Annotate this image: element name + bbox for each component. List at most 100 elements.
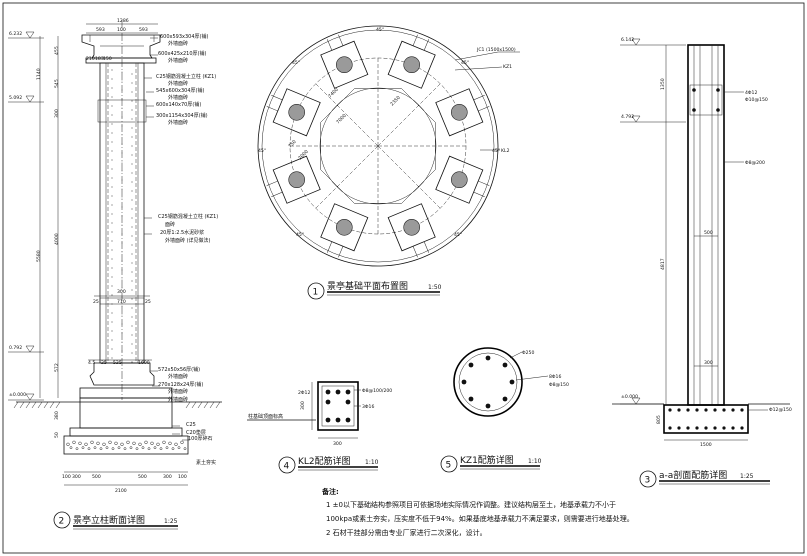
pad-beam: [412, 34, 418, 46]
plan-pad-2: [435, 155, 490, 204]
foot-rebar-dot: [695, 426, 699, 430]
shaft-dot: [131, 361, 133, 363]
gravel-stone: [183, 447, 187, 451]
column-title: 景亭立柱断面详图: [73, 514, 145, 526]
plan-pad-5: [266, 155, 321, 204]
col-notes-bot: 572x50x56厚(铺) 外墙面砖 270x128x24厚(铺) 外墙面砖 外…: [158, 366, 203, 403]
sec-rebar-1: Φ10@150: [745, 97, 768, 103]
pad-beam: [423, 241, 429, 253]
ground-hatch: [37, 401, 43, 409]
col-note-top-4: C25钢筋混凝土立柱 (KZ1): [156, 73, 216, 80]
shaft-dot: [111, 258, 113, 260]
ground-hatch: [215, 401, 221, 409]
col-sdim-6: 572: [54, 363, 60, 372]
col-note-top-7: 外墙面砖: [168, 94, 188, 101]
plan-column-0: [403, 56, 421, 73]
kl2-number: 4: [284, 462, 290, 472]
shaft-dot: [111, 276, 113, 278]
sec-dim-0: 1350: [660, 78, 666, 90]
sec-level-3: ±0.000: [620, 394, 664, 405]
pad-beam: [266, 106, 278, 112]
col-note-top-0: 600x593x304厚(铺): [160, 33, 208, 40]
pad-square: [387, 203, 436, 252]
pad-beam: [338, 34, 344, 46]
gravel-stone: [168, 441, 172, 445]
col-note-top-9: 300x1154x304厚(铺): [156, 112, 208, 119]
col-note-top-1: 外墙面砖: [168, 40, 188, 47]
plan-angle-top: 45°: [376, 27, 384, 33]
kl2-rebar-dot-1: [335, 389, 341, 395]
col-sdim-2: 545: [54, 79, 60, 88]
shaft-dot: [111, 123, 113, 125]
col-bdim-0: 100: [62, 474, 71, 480]
shaft-dot: [131, 154, 133, 156]
kz1-rebar-1: Φ8@150: [549, 382, 569, 388]
shaft-dot: [131, 352, 133, 354]
col-bdim-5: 100: [178, 474, 187, 480]
kz1-rebar-dot-7: [502, 362, 508, 368]
shaft-dot: [131, 262, 133, 264]
plan-column-2: [450, 171, 468, 188]
notes-item-1: 100kpa或素土夯实，压实度不低于94%。如果基底地基承载力不满足要求，则需要…: [326, 514, 634, 523]
shaft-dot: [131, 163, 133, 165]
pad-beam: [478, 106, 490, 112]
plan-angle-bl: 45°: [296, 232, 304, 238]
shaft-dot: [121, 161, 123, 163]
plan-axis-5: [315, 83, 379, 147]
ground-hatch: [49, 401, 55, 409]
col-topdim-1: 593: [96, 27, 105, 33]
col-note-f-3: 素土夯实: [196, 459, 216, 466]
shaft-dot: [131, 298, 133, 300]
plan-label-jc1: JC1 (1500x1500): [476, 47, 516, 53]
ground-hatch: [43, 401, 49, 409]
shaft-dot: [111, 231, 113, 233]
svg-text:±0.000: ±0.000: [9, 392, 26, 398]
section-title: a-a剖面配筋详图: [659, 469, 727, 481]
sec-level-1: 6.142: [620, 37, 686, 46]
gravel-stone: [108, 440, 112, 444]
foot-rebar-dot: [704, 426, 708, 430]
pad-beam: [423, 39, 429, 51]
col-notes-foundation: C25 C20垫层 100厚碎石 素土夯实: [186, 422, 216, 466]
plan-pad-7: [320, 34, 369, 89]
gravel-stone: [147, 447, 151, 451]
pad-beam: [327, 39, 333, 51]
plan-axis-7: [377, 83, 441, 147]
plan-column-3: [403, 219, 421, 236]
col-bdim-3: 500: [138, 474, 147, 480]
kz1-title: KZ1配筋详图: [460, 454, 514, 466]
foot-rebar-dot: [722, 426, 726, 430]
plan-pad-4: [320, 203, 369, 258]
col-mdim-3: 300: [117, 289, 126, 295]
foot-rebar-dot: [668, 426, 672, 430]
ground-hatch: [185, 401, 191, 409]
col-sdim-0: 455: [54, 46, 60, 55]
gravel-stone: [153, 446, 157, 450]
kz1-rebar-dot-3: [468, 396, 474, 402]
pad-beam: [338, 246, 344, 258]
kz1-number: 5: [446, 461, 452, 471]
shaft-dot: [121, 197, 123, 199]
gravel-stone: [99, 447, 103, 451]
shaft-dot: [131, 217, 133, 219]
pad-square: [272, 88, 321, 137]
shaft-dot: [121, 314, 123, 316]
gravel-stone: [138, 442, 142, 446]
notes-heading: 备注:: [321, 487, 339, 496]
plan-angle-tr: 45°: [461, 60, 469, 66]
plan-angle-tl: 45°: [292, 60, 300, 66]
pad-beam: [473, 191, 485, 197]
shaft-dot: [111, 186, 113, 188]
kl2-detail: 柱基础顶面标高 300 300 2Φ12 Φ8@100/200 3Φ16 4 K…: [247, 381, 392, 474]
svg-text:5.092: 5.092: [9, 95, 22, 101]
kl2-rebar-dot-5: [325, 417, 331, 423]
ground-hatch: [31, 401, 37, 409]
col-sdim-5: 4000: [54, 233, 60, 245]
shaft-dot: [131, 307, 133, 309]
shaft-dot: [111, 348, 113, 350]
ground-hatch: [191, 401, 197, 409]
shaft-dot: [131, 100, 133, 102]
col-bdim-2: 500: [92, 474, 101, 480]
foot-rebar-dot: [740, 408, 744, 412]
